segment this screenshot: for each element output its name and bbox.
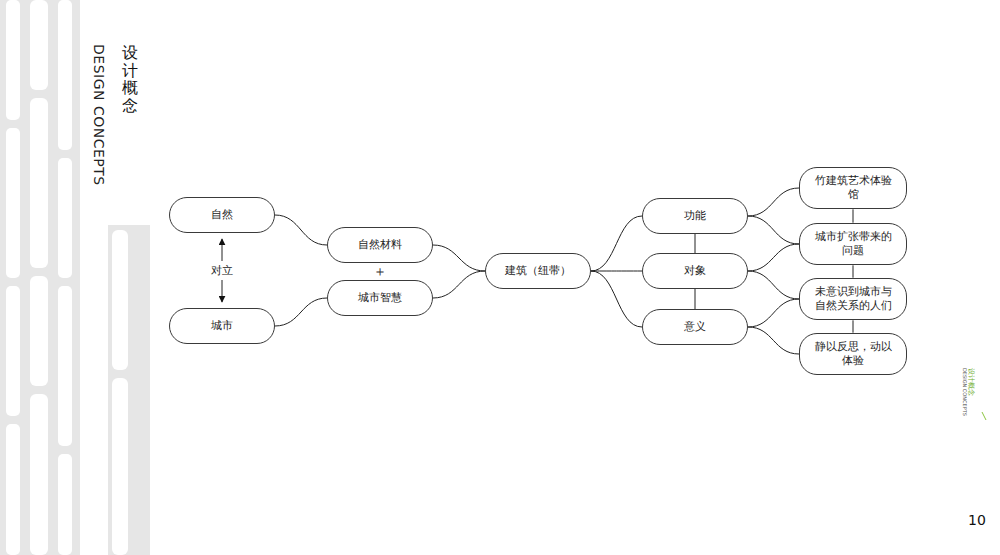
- page-title: 设计概念: [122, 44, 138, 114]
- title-band: [80, 0, 108, 555]
- plus-sign: ＋: [373, 263, 387, 281]
- box-text: 城市智慧: [358, 291, 402, 305]
- concept-box: 静以反思，动以体验: [799, 333, 907, 376]
- box-text: 自然材料: [358, 238, 402, 252]
- hub-box: 建筑（纽带）: [485, 253, 591, 289]
- concept-box: 城市智慧: [327, 280, 433, 316]
- edge-label: 对立: [208, 261, 236, 280]
- connector: [748, 299, 799, 327]
- connector: [853, 320, 854, 332]
- box-text: 静以反思，动以体验: [810, 340, 896, 369]
- connector: [591, 216, 642, 271]
- concept-box: 未意识到城市与自然关系的人们: [799, 278, 907, 321]
- box-text: 意义: [684, 320, 706, 334]
- box-text: 城市: [211, 319, 233, 333]
- box-text: 城市扩张带来的问题: [810, 230, 896, 259]
- side-band: [0, 0, 150, 555]
- concept-box: 城市扩张带来的问题: [799, 223, 907, 266]
- concept-box: 功能: [642, 198, 748, 234]
- connector: [853, 265, 854, 277]
- connector: [748, 271, 799, 299]
- concept-box: 城市: [169, 308, 275, 344]
- concept-box: 自然: [169, 197, 275, 233]
- connector: [748, 244, 799, 271]
- box-text: 建筑（纽带）: [505, 264, 571, 278]
- concept-box: 竹建筑艺术体验馆: [799, 167, 907, 210]
- concept-box: 意义: [642, 309, 748, 345]
- box-text: 竹建筑艺术体验馆: [810, 174, 896, 203]
- connector: [275, 215, 327, 245]
- connector: [433, 271, 485, 298]
- subtitle-en: DESIGN CONCEPTS: [91, 44, 107, 186]
- connector: [853, 209, 854, 222]
- box-text: 自然: [211, 208, 233, 222]
- concept-box: 对象: [642, 253, 748, 289]
- connector: [748, 188, 799, 216]
- connector: [275, 298, 327, 326]
- title-band: [108, 0, 150, 225]
- box-text: 功能: [684, 209, 706, 223]
- connector: [695, 289, 696, 309]
- connector: [748, 327, 799, 354]
- connector: [748, 216, 799, 244]
- page-number: 10: [968, 512, 986, 528]
- box-text: 对象: [684, 264, 706, 278]
- box-text: 未意识到城市与自然关系的人们: [810, 285, 896, 314]
- connector: [695, 234, 696, 253]
- side-mark: [982, 412, 986, 420]
- side-subtitle: DESIGN CONCEPTS: [962, 368, 968, 416]
- connector: [433, 245, 485, 271]
- connector: [591, 271, 642, 327]
- concept-box: 自然材料: [327, 227, 433, 263]
- connector: [591, 271, 642, 272]
